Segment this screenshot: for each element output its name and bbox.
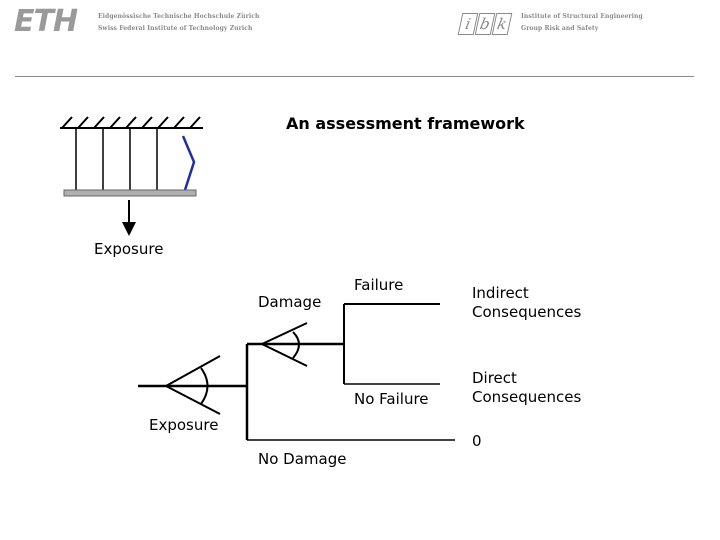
tree-no-damage-label: No Damage xyxy=(258,450,347,468)
indirect-consequences-line1: Indirect xyxy=(472,284,529,302)
hanging-members xyxy=(75,128,158,190)
indirect-consequences-line2: Consequences xyxy=(472,303,582,321)
failed-member xyxy=(181,135,196,191)
ibk-institute-name: Institute of Structural Engineering xyxy=(521,13,643,20)
tree-damage-node-symbol xyxy=(259,322,308,367)
direct-consequences-line1: Direct xyxy=(472,369,517,387)
tree-no-failure-label: No Failure xyxy=(354,390,429,408)
eth-logo: ETH xyxy=(14,4,78,39)
event-tree xyxy=(138,303,455,441)
structure-exposure-label: Exposure xyxy=(94,240,164,258)
tree-damage-label: Damage xyxy=(258,293,322,311)
tree-failure-label: Failure xyxy=(354,276,404,294)
eth-name-english: Swiss Federal Institute of Technology Zu… xyxy=(98,25,253,32)
zero-consequences-label: 0 xyxy=(472,432,482,450)
ibk-group-name: Group Risk and Safety xyxy=(521,25,599,32)
tree-exposure-node-symbol xyxy=(163,355,221,415)
ceiling-support xyxy=(60,116,203,129)
base-slab xyxy=(63,189,197,197)
header-divider xyxy=(15,76,694,77)
eth-name-german: Eidgenössische Technische Hochschule Zür… xyxy=(98,13,260,20)
direct-consequences-line2: Consequences xyxy=(472,388,582,406)
exposure-arrow xyxy=(122,200,136,236)
tree-exposure-label: Exposure xyxy=(149,416,219,434)
slide-title: An assessment framework xyxy=(286,114,525,133)
